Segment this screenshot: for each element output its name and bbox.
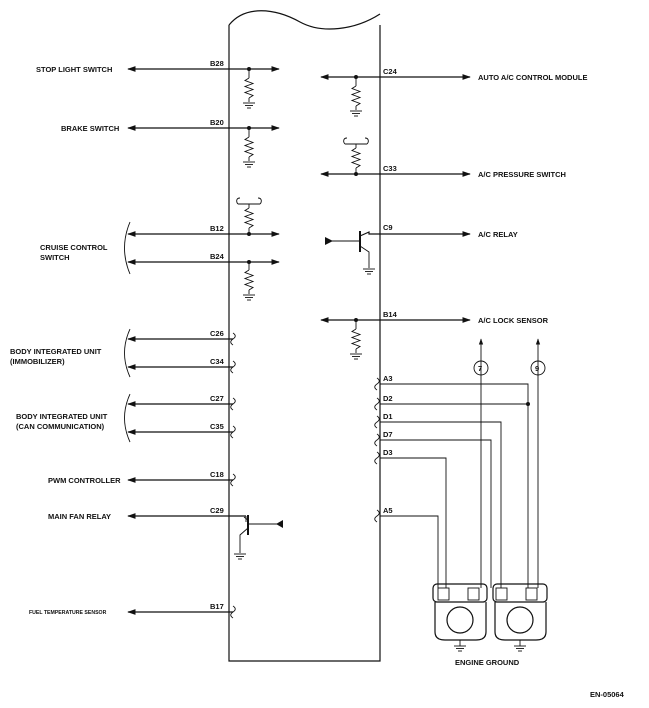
pin-b20: B20 xyxy=(210,118,224,127)
main-fan-relay-label: MAIN FAN RELAY xyxy=(48,512,111,521)
main-fan-relay-circuit xyxy=(127,513,283,560)
cruise-control-label-2: SWITCH xyxy=(40,253,70,262)
ac-pressure-switch-circuit xyxy=(320,137,471,177)
pin-c27: C27 xyxy=(210,394,224,403)
pin-c35: C35 xyxy=(210,422,224,431)
pin-a5: A5 xyxy=(383,506,393,515)
biu-can-label-1: BODY INTEGRATED UNIT xyxy=(16,412,108,421)
pin-c33: C33 xyxy=(383,164,397,173)
biu-can-label-2: (CAN COMMUNICATION) xyxy=(16,422,105,431)
diagram-id: EN-05064 xyxy=(590,690,625,699)
pin-b28: B28 xyxy=(210,59,224,68)
pwm-controller-circuit xyxy=(127,473,236,487)
stop-light-switch-circuit xyxy=(127,66,280,109)
svg-text:7: 7 xyxy=(478,364,482,373)
sensor-right xyxy=(492,583,548,652)
svg-text:9: 9 xyxy=(535,364,539,373)
pin-d7: D7 xyxy=(383,430,393,439)
pin-b24: B24 xyxy=(210,252,225,261)
pin-b14: B14 xyxy=(383,310,398,319)
biu-immobilizer-label-2: (IMMOBILIZER) xyxy=(10,357,65,366)
ac-lock-sensor-circuit xyxy=(320,317,471,360)
cruise-control-label-1: CRUISE CONTROL xyxy=(40,243,108,252)
ref-7-marker: 7 xyxy=(473,360,489,376)
stop-light-switch-label: STOP LIGHT SWITCH xyxy=(36,65,112,74)
pin-b12: B12 xyxy=(210,224,224,233)
fuel-temp-sensor-label: FUEL TEMPERATURE SENSOR xyxy=(29,610,107,616)
biu-immobilizer-circuit xyxy=(124,328,236,378)
pin-d3: D3 xyxy=(383,448,393,457)
ac-relay-circuit xyxy=(325,231,471,275)
engine-ground-label: ENGINE GROUND xyxy=(455,658,520,667)
pin-b17: B17 xyxy=(210,602,224,611)
pin-c29: C29 xyxy=(210,506,224,515)
pin-c26: C26 xyxy=(210,329,224,338)
ac-relay-label: A/C RELAY xyxy=(478,230,518,239)
ac-lock-sensor-label: A/C LOCK SENSOR xyxy=(478,316,549,325)
auto-ac-module-label: AUTO A/C CONTROL MODULE xyxy=(478,73,587,82)
sensor-wiring xyxy=(374,338,541,588)
pin-c9: C9 xyxy=(383,223,393,232)
fuel-temp-sensor-circuit xyxy=(127,605,236,619)
brake-switch-circuit xyxy=(127,125,280,168)
ref-9-marker: 9 xyxy=(530,360,546,376)
cruise-control-circuit xyxy=(124,197,280,301)
biu-can-circuit xyxy=(124,393,236,443)
pin-c18: C18 xyxy=(210,470,224,479)
biu-immobilizer-label-1: BODY INTEGRATED UNIT xyxy=(10,347,102,356)
pin-d2: D2 xyxy=(383,394,393,403)
pwm-controller-label: PWM CONTROLLER xyxy=(48,476,121,485)
pin-a3: A3 xyxy=(383,374,393,383)
ecm-body xyxy=(228,10,381,662)
sensor-left xyxy=(432,583,488,652)
brake-switch-label: BRAKE SWITCH xyxy=(61,124,119,133)
pin-d1: D1 xyxy=(383,412,393,421)
pin-c24: C24 xyxy=(383,67,398,76)
ac-pressure-switch-label: A/C PRESSURE SWITCH xyxy=(478,170,566,179)
pin-c34: C34 xyxy=(210,357,225,366)
auto-ac-module-circuit xyxy=(320,74,471,117)
